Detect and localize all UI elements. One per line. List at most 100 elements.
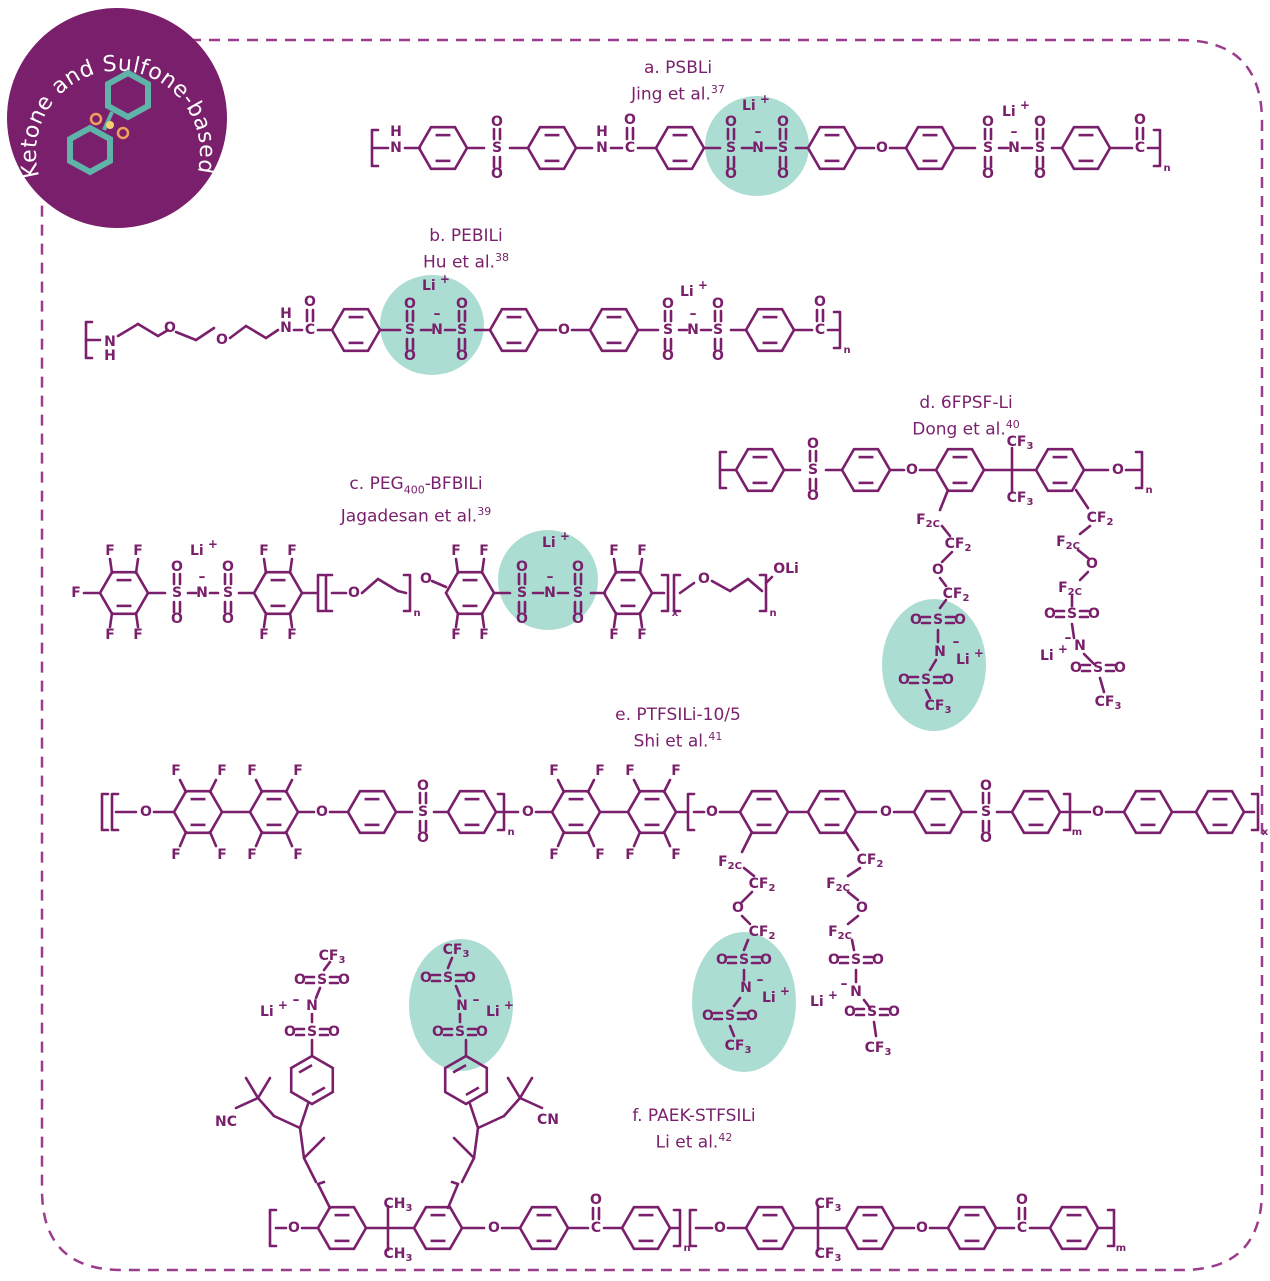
lithium-cation-f1: Li + — [260, 998, 288, 1021]
ether-oxygen: O — [316, 804, 328, 820]
oxygen-atom: O — [456, 348, 468, 364]
panel-e-ref: Shi et al. — [633, 731, 709, 752]
oxygen-atom: O — [171, 611, 183, 627]
fluorine-atom: F — [217, 847, 227, 863]
benzene-ring — [488, 307, 540, 353]
benzene-ring — [1060, 125, 1112, 171]
charge: – — [841, 976, 848, 992]
oxygen-atom: O — [284, 1024, 296, 1040]
oxygen-atom: O — [844, 1004, 856, 1020]
benzene-ring — [904, 125, 956, 171]
fluorine-atom: F — [133, 627, 143, 643]
fluorine-atom: F — [637, 627, 647, 643]
bond — [846, 914, 860, 926]
oxygen-atom: O — [338, 972, 350, 988]
oxygen-atom: O — [1114, 660, 1126, 676]
benzene-ring — [443, 1054, 489, 1106]
sulfur-atom: S — [851, 952, 861, 968]
benzene-ring — [806, 125, 858, 171]
fluorine-atom: F — [287, 627, 297, 643]
nitrogen-atom: N — [456, 998, 468, 1014]
bond — [302, 1156, 318, 1184]
sulfur-atom: S — [663, 322, 673, 338]
ether-oxygen: O — [164, 320, 176, 336]
oxygen-atom: O — [464, 970, 476, 986]
repeat-subscript: n — [1163, 163, 1170, 174]
benzene-ring — [946, 1205, 998, 1251]
ether-oxygen: O — [348, 585, 360, 601]
bond — [284, 830, 294, 848]
charge: – — [953, 634, 960, 650]
oxygen-atom: O — [980, 778, 992, 794]
oxygen-atom: O — [777, 166, 789, 182]
bond — [228, 324, 248, 340]
fluorine-atom: F — [293, 763, 303, 779]
panel-d-ref-num: 40 — [1005, 418, 1020, 431]
bond — [244, 1076, 260, 1100]
polymer-bracket — [316, 573, 326, 613]
bond — [872, 1020, 878, 1038]
difluoromethylene: F2C — [828, 924, 852, 942]
benzene-ring — [446, 789, 498, 835]
panel-c-name-pre: c. PEG — [349, 474, 404, 494]
oxygen-atom: O — [725, 114, 737, 130]
ether-oxygen: O — [714, 1220, 726, 1236]
repeat-subscript: n — [413, 608, 420, 619]
fluorine-atom: F — [671, 763, 681, 779]
bond — [244, 324, 268, 340]
benzene-ring — [1194, 789, 1246, 835]
fluorine-atom: F — [133, 543, 143, 559]
sulfur-atom: S — [517, 585, 527, 601]
hydrogen-atom: H — [596, 124, 608, 140]
benzene-ring — [744, 1205, 796, 1251]
fluorine-atom: F — [71, 585, 81, 601]
hydrogen-atom: H — [390, 124, 402, 140]
bond — [322, 960, 332, 972]
fluorine-atom: F — [609, 627, 619, 643]
fluorine-atom: F — [625, 763, 635, 779]
badge: Ketone and Sulfone-based SIPEs — [0, 0, 227, 228]
benzene-ring — [588, 307, 640, 353]
fluorine-atom: F — [479, 543, 489, 559]
nitrogen-atom: N — [1074, 638, 1086, 654]
double-bond — [465, 1086, 480, 1097]
oxygen-atom: O — [491, 166, 503, 182]
polymer-bracket — [402, 573, 412, 613]
ether-oxygen: O — [932, 562, 944, 578]
bond — [740, 890, 754, 904]
sulfur-atom: S — [778, 140, 788, 156]
lithium-cation-d2: Li + — [1040, 642, 1068, 665]
repeat-subscript: n — [683, 1243, 690, 1254]
lithium-cation-c1: Li + — [190, 537, 218, 560]
bond — [262, 557, 268, 575]
nitrogen-atom: N — [850, 984, 862, 1000]
sulfur-atom: S — [933, 612, 943, 628]
polymer-bracket — [100, 792, 110, 832]
fluorine-atom: F — [549, 763, 559, 779]
fluorine-atom: F — [625, 847, 635, 863]
benzene-ring — [1010, 789, 1062, 835]
methyl: CH3 — [384, 1246, 413, 1264]
fluorine-atom: F — [105, 543, 115, 559]
bond — [662, 778, 672, 794]
oxygen-atom: O — [456, 296, 468, 312]
bond — [136, 322, 160, 338]
bond — [480, 557, 486, 575]
fluorine-atom: F — [595, 847, 605, 863]
bond — [454, 557, 460, 575]
bond — [108, 557, 114, 575]
sulfur-atom: S — [573, 585, 583, 601]
bond — [360, 577, 380, 595]
fluorine-atom: F — [259, 543, 269, 559]
oxygen-atom: O — [304, 294, 316, 310]
nitrogen-atom: N — [544, 585, 556, 601]
oxygen-atom: O — [516, 559, 528, 575]
panel-f-ref-num: 42 — [718, 1131, 733, 1144]
bond — [638, 557, 644, 575]
charge: – — [199, 569, 206, 585]
ether-oxygen: O — [1092, 804, 1104, 820]
